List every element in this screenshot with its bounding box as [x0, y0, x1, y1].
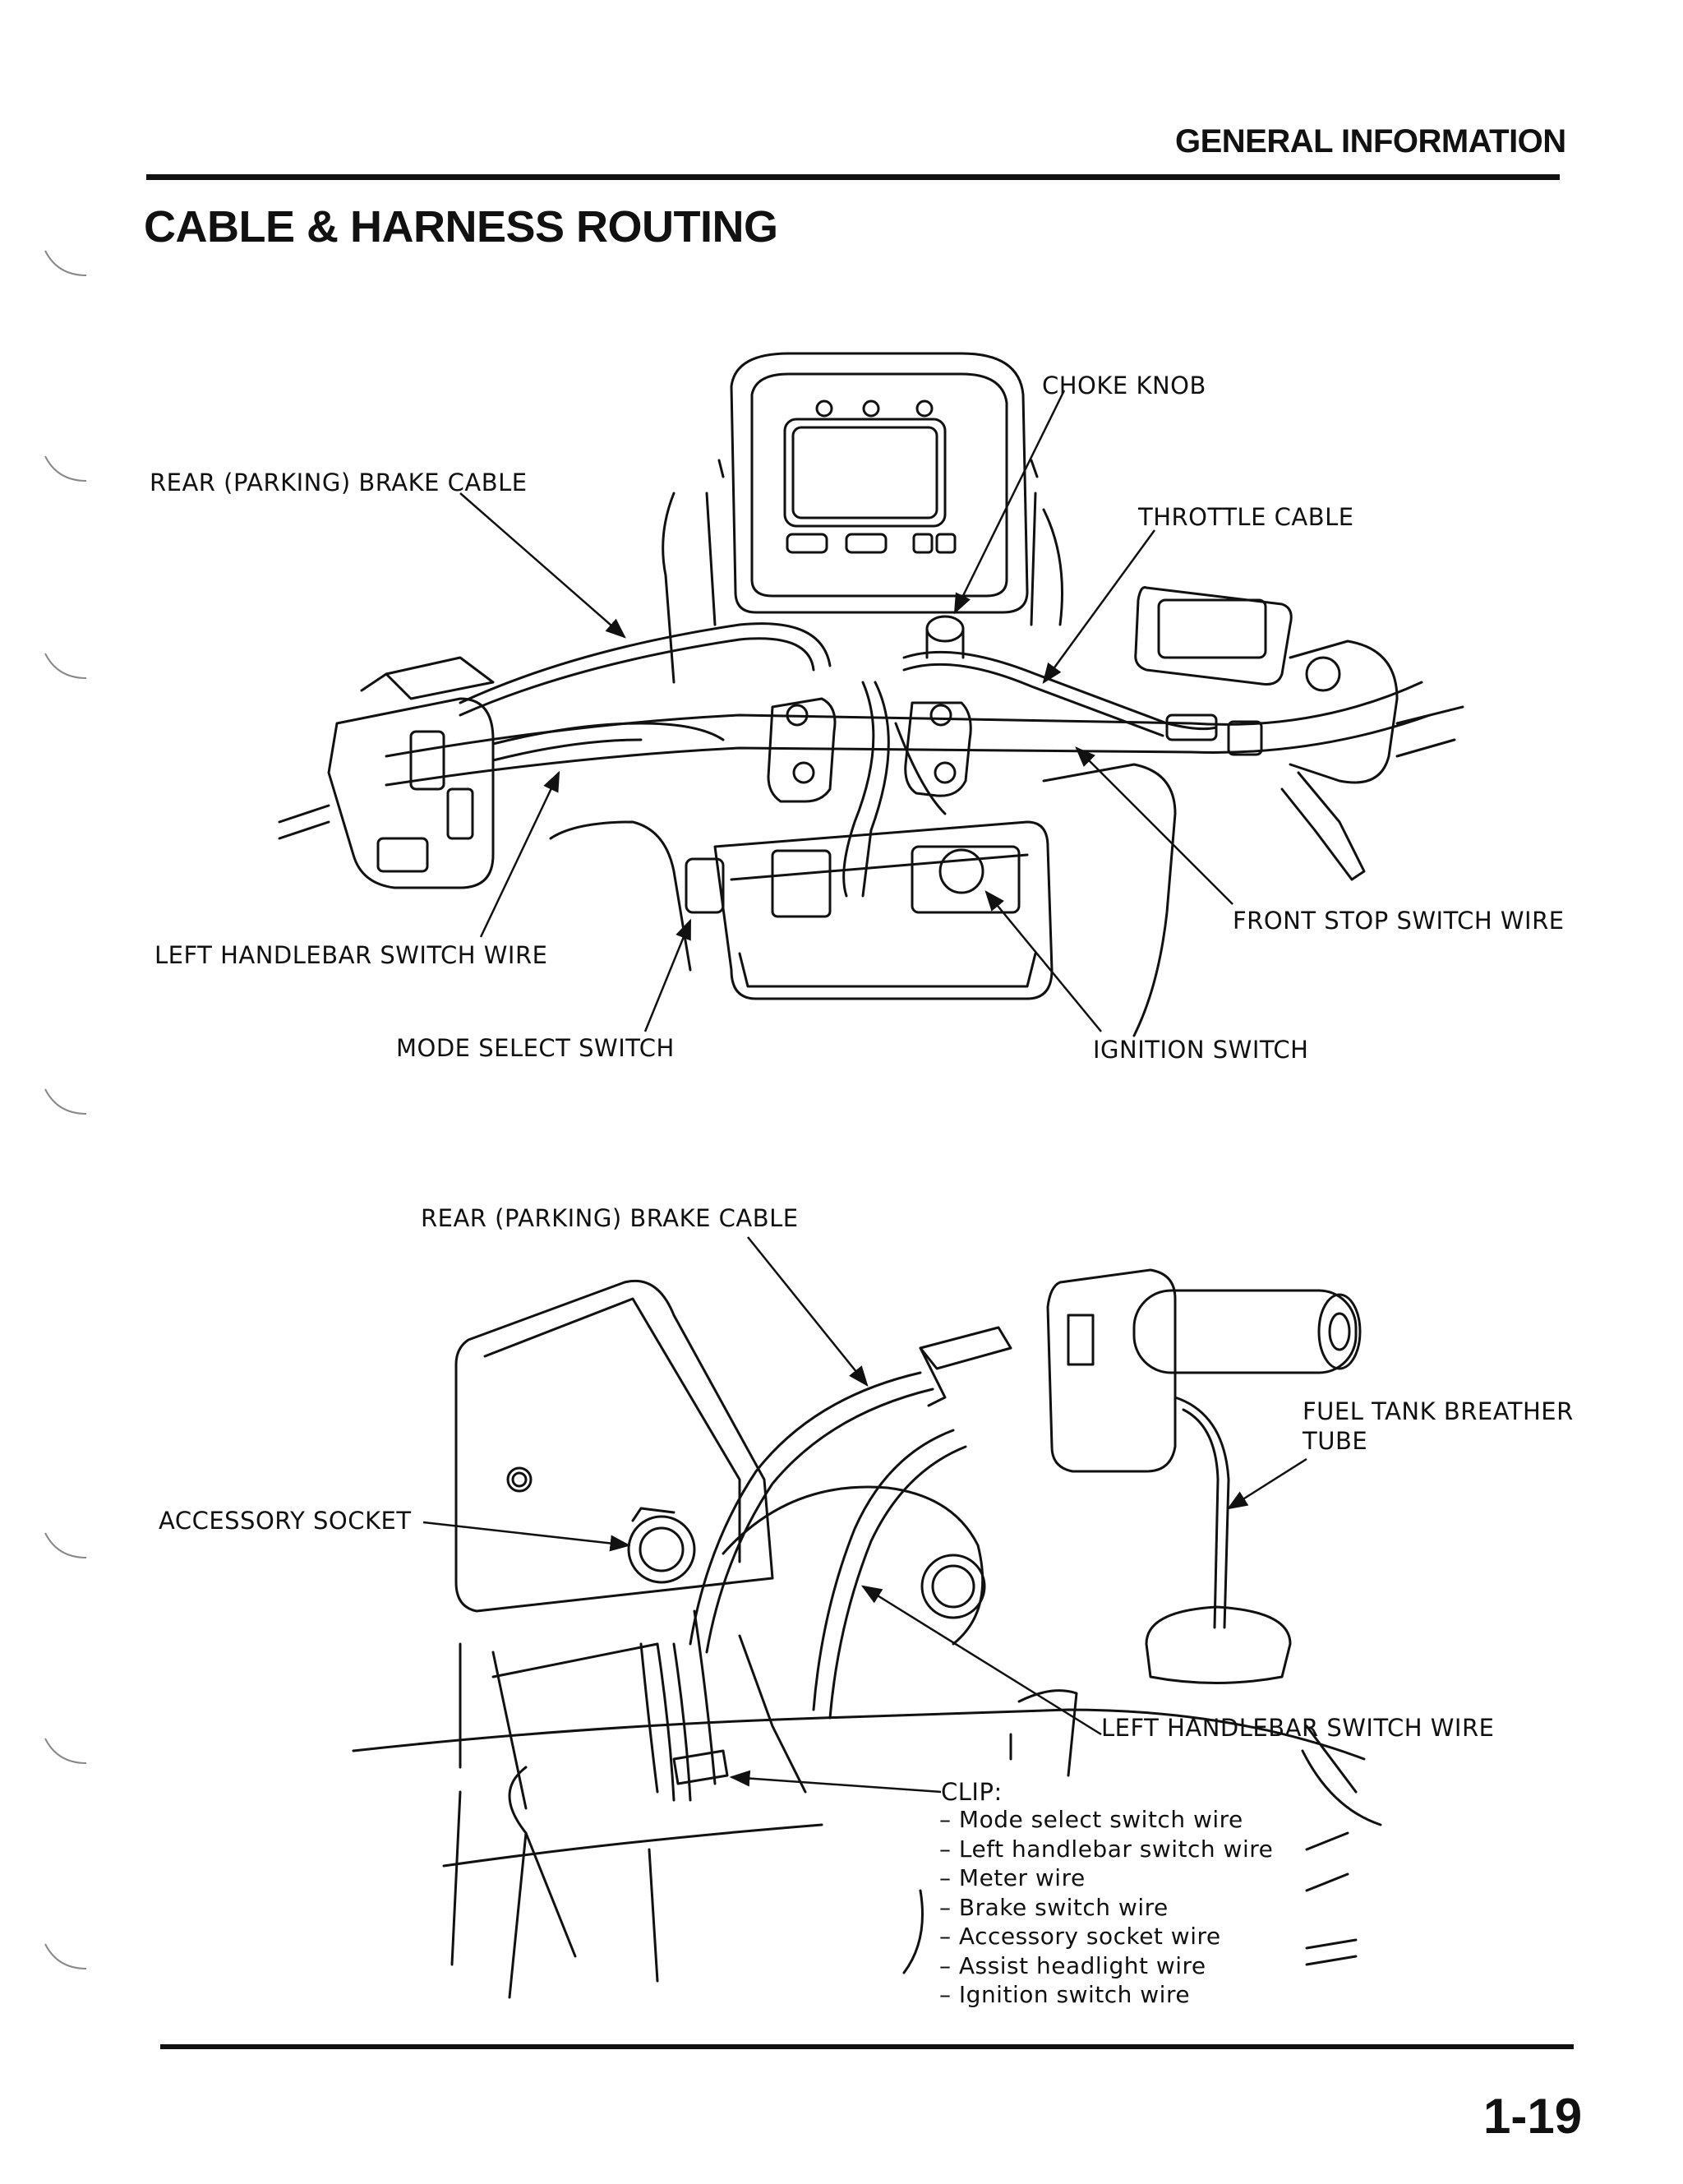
- accessory-socket: [627, 1515, 696, 1584]
- leader-accessory-socket: [422, 1521, 631, 1552]
- leader-clip: [729, 1770, 942, 1794]
- binder-mark: [44, 1943, 87, 1969]
- left-switch-housing: [327, 697, 495, 889]
- throttle-cable: [902, 650, 1218, 731]
- front-fender: [454, 1279, 774, 1613]
- binder-mark: [44, 1738, 87, 1764]
- label-rear-brake-cable-side: REAR (PARKING) BRAKE CABLE: [421, 1204, 799, 1232]
- label-mode-select-switch: MODE SELECT SWITCH: [396, 1034, 675, 1062]
- fuel-cap: [1145, 1605, 1292, 1684]
- binder-mark: [44, 653, 87, 679]
- label-accessory-socket: ACCESSORY SOCKET: [159, 1507, 412, 1535]
- leader-left-handlebar-switch-wire-top: [479, 770, 560, 938]
- harness-clip: [672, 1749, 729, 1785]
- clip-item: Brake switch wire: [939, 1893, 1273, 1923]
- clip-item: Accessory socket wire: [939, 1922, 1273, 1951]
- master-cylinder: [1134, 586, 1293, 686]
- ignition-switch: [938, 848, 984, 894]
- clip-item: Mode select switch wire: [939, 1805, 1273, 1835]
- clip-list: Mode select switch wire Left handlebar s…: [939, 1805, 1273, 2010]
- label-choke-knob: CHOKE KNOB: [1042, 372, 1206, 399]
- clip-item: Left handlebar switch wire: [939, 1835, 1273, 1864]
- leader-ignition-switch: [984, 890, 1102, 1032]
- leader-choke-knob: [953, 390, 1066, 615]
- leader-left-handlebar-switch-wire-side: [860, 1585, 1102, 1736]
- label-left-handlebar-switch-wire-side: LEFT HANDLEBAR SWITCH WIRE: [1101, 1714, 1495, 1742]
- binder-mark: [44, 1532, 87, 1558]
- label-fuel-tank-breather-tube-line1: FUEL TANK BREATHER: [1303, 1397, 1574, 1425]
- clip-item: Meter wire: [939, 1863, 1273, 1893]
- leader-fuel-tank-breather-tube: [1226, 1457, 1307, 1510]
- page-number: 1-19: [1483, 2089, 1583, 2144]
- label-clip: CLIP:: [941, 1778, 1003, 1806]
- leader-throttle-cable: [1042, 529, 1156, 685]
- handlebar-grip: [1132, 1289, 1358, 1374]
- meter-housing: [730, 352, 1029, 614]
- right-switch-housing: [1046, 1268, 1177, 1473]
- binder-mark: [44, 250, 87, 276]
- section-header: GENERAL INFORMATION: [1175, 123, 1566, 159]
- label-left-handlebar-switch-wire-top: LEFT HANDLEBAR SWITCH WIRE: [154, 941, 548, 969]
- binder-mark: [44, 455, 87, 482]
- leader-mode-select-switch: [643, 918, 692, 1032]
- label-rear-brake-cable-top: REAR (PARKING) BRAKE CABLE: [150, 469, 528, 496]
- label-throttle-cable: THROTTLE CABLE: [1138, 503, 1354, 531]
- clip-item: Assist headlight wire: [939, 1951, 1273, 1981]
- mode-select-box: [713, 820, 1054, 1000]
- clip-item: Ignition switch wire: [939, 1980, 1273, 2010]
- rear-brake-cable-side: [689, 1371, 922, 1646]
- rear-brake-cable: [459, 622, 832, 704]
- leader-rear-brake-cable-side: [747, 1236, 869, 1387]
- left-handlebar-switch-wire: [491, 722, 725, 746]
- fuel-tank-breather-tube: [1173, 1396, 1230, 1629]
- leader-front-stop-switch-wire: [1075, 746, 1233, 905]
- page-title: CABLE & HARNESS ROUTING: [144, 202, 778, 252]
- meter-display: [791, 426, 938, 519]
- label-fuel-tank-breather-tube-line2: TUBE: [1303, 1427, 1368, 1455]
- label-ignition-switch: IGNITION SWITCH: [1093, 1036, 1309, 1064]
- label-front-stop-switch-wire: FRONT STOP SWITCH WIRE: [1233, 907, 1565, 935]
- footer-rule: [160, 2044, 1574, 2049]
- binder-mark: [44, 1088, 87, 1115]
- header-rule: [146, 174, 1560, 180]
- leader-rear-brake-cable-top: [459, 492, 626, 639]
